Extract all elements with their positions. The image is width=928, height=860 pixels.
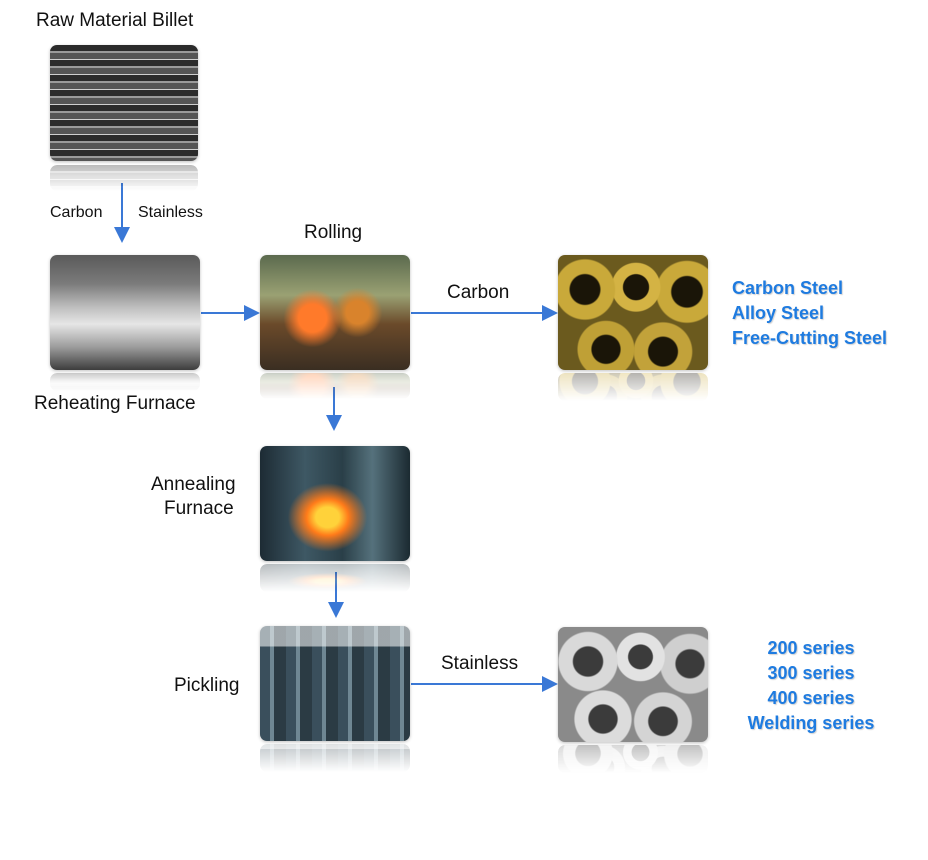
- pickling-line-photo: [260, 626, 410, 741]
- carbon-product-item: Free-Cutting Steel: [732, 328, 888, 348]
- rolling-mill-reflection: [260, 373, 410, 399]
- stainless-product-item: 400 series: [767, 688, 855, 708]
- stainless-product-item: 300 series: [767, 663, 855, 683]
- pickling-line-reflection: [260, 744, 410, 772]
- stainless-products-list: 200 series 300 series 400 series Welding…: [736, 636, 886, 736]
- reheating-label: Reheating Furnace: [34, 393, 196, 414]
- carbon-product-item: Carbon Steel: [732, 278, 844, 298]
- carbon-products-list: Carbon Steel Alloy Steel Free-Cutting St…: [732, 276, 887, 351]
- annealing-label-1: Annealing: [151, 474, 236, 495]
- carbon-product-item: Alloy Steel: [732, 303, 825, 323]
- carbon-branch-label: Carbon: [447, 282, 510, 303]
- stainless-left-label: Stainless: [138, 204, 203, 221]
- reheating-furnace-reflection: [50, 373, 200, 391]
- pickling-label: Pickling: [174, 675, 240, 696]
- carbon-coil-photo: [558, 255, 708, 370]
- stainless-coil-photo: [558, 627, 708, 742]
- rolling-label: Rolling: [304, 222, 363, 243]
- stainless-coil-reflection: [558, 745, 708, 773]
- annealing-furnace-reflection: [260, 564, 410, 592]
- stainless-branch-label: Stainless: [441, 653, 519, 674]
- rolling-mill-photo: [260, 255, 410, 370]
- billet-reflection: [50, 165, 198, 191]
- annealing-label-2: Furnace: [164, 498, 234, 519]
- carbon-coil-reflection: [558, 373, 708, 401]
- annealing-furnace-photo: [260, 446, 410, 561]
- billet-photo: [50, 45, 198, 161]
- carbon-left-label: Carbon: [50, 204, 103, 221]
- raw-material-label: Raw Material Billet: [36, 10, 194, 31]
- stainless-product-item: Welding series: [747, 713, 875, 733]
- stainless-product-item: 200 series: [767, 638, 855, 658]
- reheating-furnace-photo: [50, 255, 200, 370]
